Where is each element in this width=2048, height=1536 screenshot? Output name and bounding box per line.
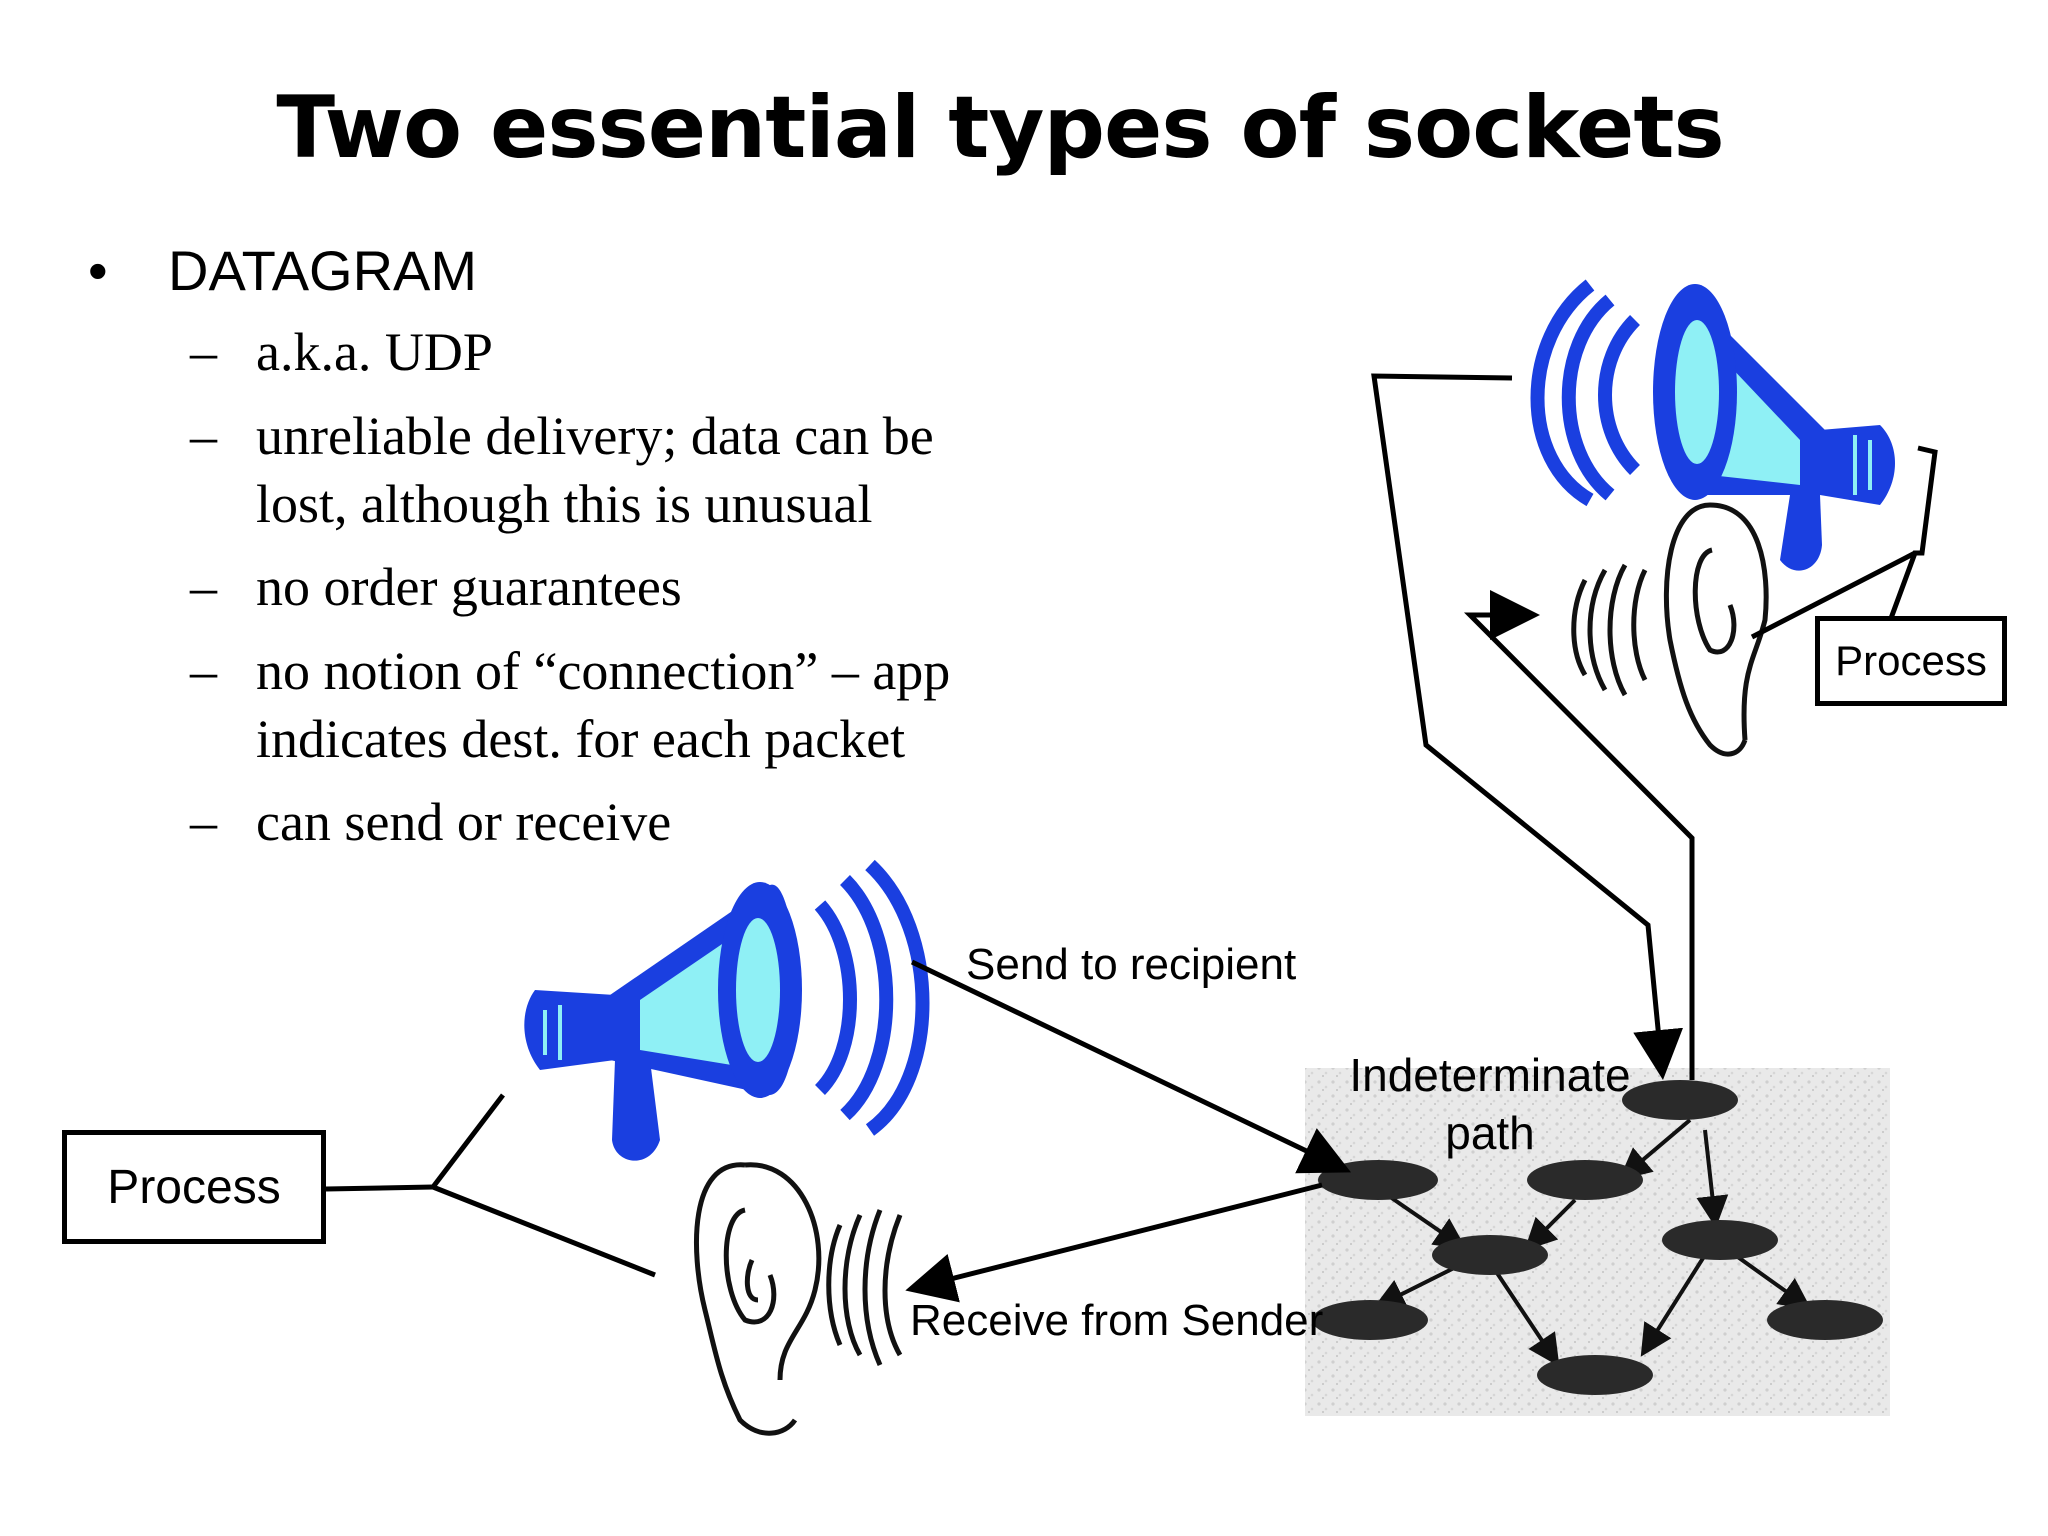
ear-left-icon [693, 1162, 903, 1436]
network-node [1662, 1220, 1778, 1260]
bullet-text: DATAGRAM [168, 239, 478, 302]
connector-left-process [325, 1184, 434, 1192]
sub-bullet-dash: – [190, 322, 217, 382]
network-node [1312, 1300, 1428, 1340]
network-node [1527, 1160, 1643, 1200]
process-box-right: Process [1815, 616, 2007, 706]
megaphone-right-icon [1530, 279, 1895, 571]
sub-bullet-text: indicates dest. for each packet [256, 709, 906, 769]
network-nodes [1312, 1080, 1883, 1395]
send-label: Send to recipient [966, 940, 1297, 989]
network-node [1622, 1080, 1738, 1120]
path-label-line2: path [1445, 1107, 1535, 1159]
ear-right-icon [1571, 502, 1769, 757]
sub-bullet-dash: – [190, 557, 217, 617]
sub-bullet-dash: – [190, 792, 217, 852]
slide-title: Two essential types of sockets [276, 78, 1724, 178]
network-node [1767, 1300, 1883, 1340]
sub-bullet-text: no order guarantees [256, 557, 682, 617]
path-label-line1: Indeterminate [1349, 1049, 1631, 1101]
process-label-left: Process [107, 1160, 281, 1214]
connector-right-process [1887, 445, 1938, 622]
send-arrow [910, 959, 1352, 1174]
process-label-right: Process [1835, 637, 1987, 684]
connector-left-megaphone [431, 1093, 505, 1189]
receive-label: Receive from Sender [910, 1296, 1324, 1345]
sub-bullet-text: a.k.a. UDP [256, 322, 493, 382]
sub-bullet-text: can send or receive [256, 792, 672, 852]
send-path-right [1371, 373, 1684, 1080]
process-box-left: Process [62, 1130, 326, 1244]
bullet-datagram: • DATAGRAM [88, 238, 477, 303]
network-node [1432, 1235, 1548, 1275]
path-label: Indeterminate path [1340, 1046, 1640, 1162]
bullet-marker: • [88, 239, 108, 302]
sub-bullet-text: unreliable delivery; data can be [256, 406, 934, 466]
connector-right-ear [1750, 550, 1917, 640]
sub-bullet-text: no notion of “connection” – app [256, 641, 951, 701]
receive-arrow [905, 1182, 1323, 1303]
megaphone-left-icon [524, 859, 930, 1161]
connector-left-ear [432, 1184, 656, 1278]
receive-path-right [1463, 590, 1695, 1080]
sub-bullet-dash: – [190, 641, 217, 701]
network-node [1537, 1355, 1653, 1395]
sub-bullet-dash: – [190, 406, 217, 466]
sub-bullet-text: lost, although this is unusual [256, 474, 873, 534]
